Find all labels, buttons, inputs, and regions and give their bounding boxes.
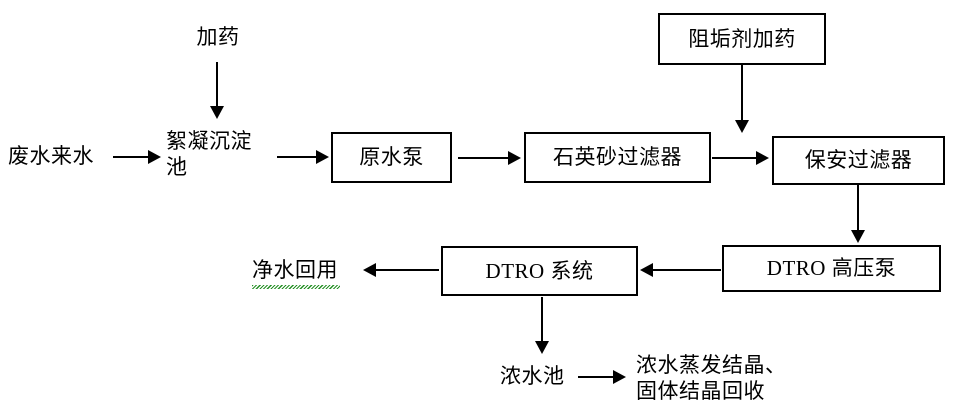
node-coagulation-tank: 絮凝沉淀 池 [166, 129, 252, 180]
edge-influent-to-coagulation-line [113, 156, 153, 158]
node-dtro-high-pressure-pump: DTRO 高压泵 [722, 245, 941, 292]
node-raw-water-pump: 原水泵 [331, 132, 452, 183]
edge-coagulation-to-raw-pump-arrowhead [316, 150, 329, 164]
node-dtro-system: DTRO 系统 [441, 246, 638, 296]
node-influent: 废水来水 [8, 144, 94, 168]
edge-dtro-to-concentrate-line [541, 297, 543, 344]
edge-dosing-to-coagulation-line [216, 62, 218, 110]
spellcheck-underline [252, 285, 340, 289]
edge-dtro-to-reuse-arrowhead [363, 263, 376, 277]
node-crystallization: 浓水蒸发结晶、 固体结晶回收 [636, 353, 787, 404]
edge-hp-pump-to-dtro-arrowhead [640, 263, 653, 277]
edge-concentrate-to-crystallization-arrowhead [613, 370, 626, 384]
edge-raw-pump-to-quartz-line [458, 157, 510, 159]
edge-security-to-hp-pump-arrowhead [851, 230, 865, 243]
edge-antiscalant-to-security-arrowhead [735, 120, 749, 133]
edge-influent-to-coagulation-arrowhead [148, 150, 161, 164]
node-antiscalant-dosing: 阻垢剂加药 [658, 13, 826, 65]
edge-dosing-to-coagulation-arrowhead [210, 106, 224, 119]
edge-quartz-to-security-line [712, 157, 758, 159]
edge-raw-pump-to-quartz-arrowhead [508, 151, 521, 165]
edge-dtro-to-concentrate-arrowhead [535, 341, 549, 354]
node-dosing: 加药 [196, 25, 240, 49]
edge-concentrate-to-crystallization-line [578, 376, 616, 378]
edge-antiscalant-to-security-line [741, 65, 743, 124]
edge-quartz-to-security-arrowhead [756, 151, 769, 165]
edge-security-to-hp-pump-line [857, 185, 859, 233]
edge-coagulation-to-raw-pump-line [277, 156, 319, 158]
node-security-filter: 保安过滤器 [772, 136, 945, 185]
node-concentrate-tank: 浓水池 [500, 364, 565, 388]
node-quartz-sand-filter: 石英砂过滤器 [524, 132, 711, 183]
node-clean-water-reuse: 净水回用 [252, 258, 338, 282]
edge-hp-pump-to-dtro-line [653, 269, 721, 271]
edge-dtro-to-reuse-line [376, 269, 439, 271]
